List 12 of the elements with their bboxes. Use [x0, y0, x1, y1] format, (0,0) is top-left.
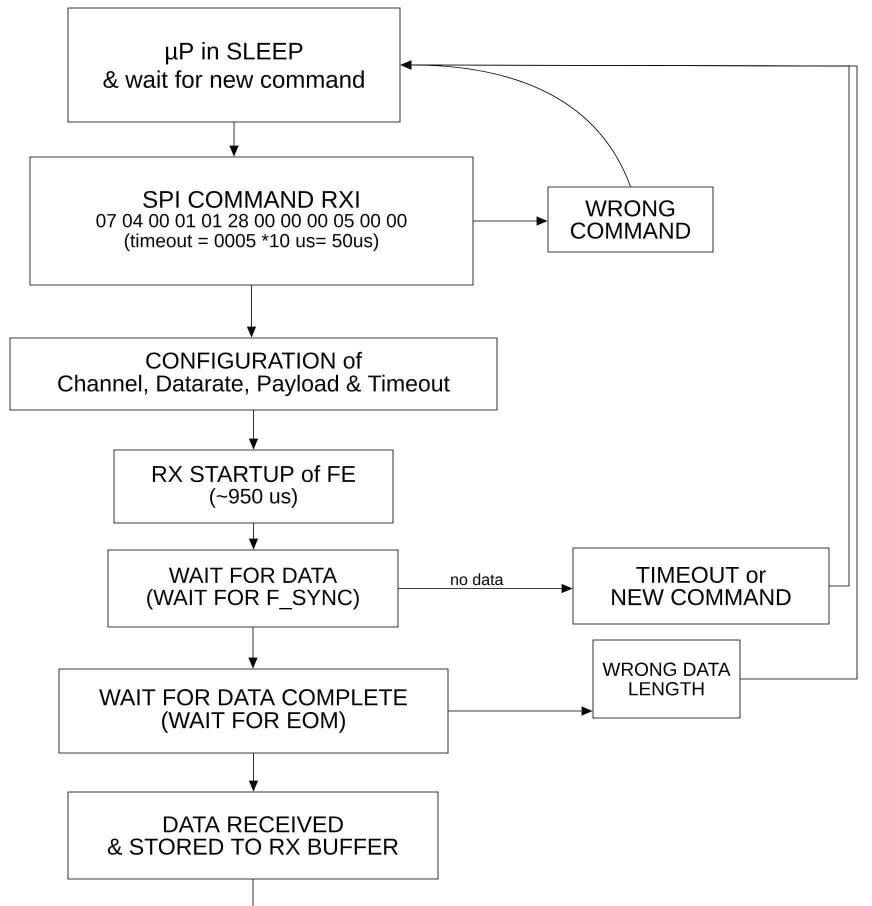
process-box: SPI COMMAND RXI 07 04 00 01 01 28 00 00 00 05 00 00 (timeout = 0005 *10 us= 50us)	[30, 156, 474, 286]
process-box: µP in SLEEP & wait for new command	[68, 8, 400, 122]
process-box: WRONG DATA LENGTH	[592, 640, 740, 718]
process-box: DATA RECEIVED & STORED TO RX BUFFER	[68, 792, 438, 880]
process-box: TIMEOUT or NEW COMMAND	[572, 548, 830, 624]
process-box: WRONG COMMAND	[548, 186, 714, 252]
process-box: CONFIGURATION of Channel, Datarate, Payload & Timeout	[10, 338, 498, 410]
edge-label: no data	[449, 572, 504, 586]
process-box: WAIT FOR DATA COMPLETE (WAIT FOR EOM)	[58, 668, 448, 754]
process-box: RX STARTUP of FE (~950 us)	[114, 450, 394, 524]
process-box: WAIT FOR DATA (WAIT FOR F_SYNC)	[108, 550, 398, 628]
connector-line	[252, 879, 254, 906]
